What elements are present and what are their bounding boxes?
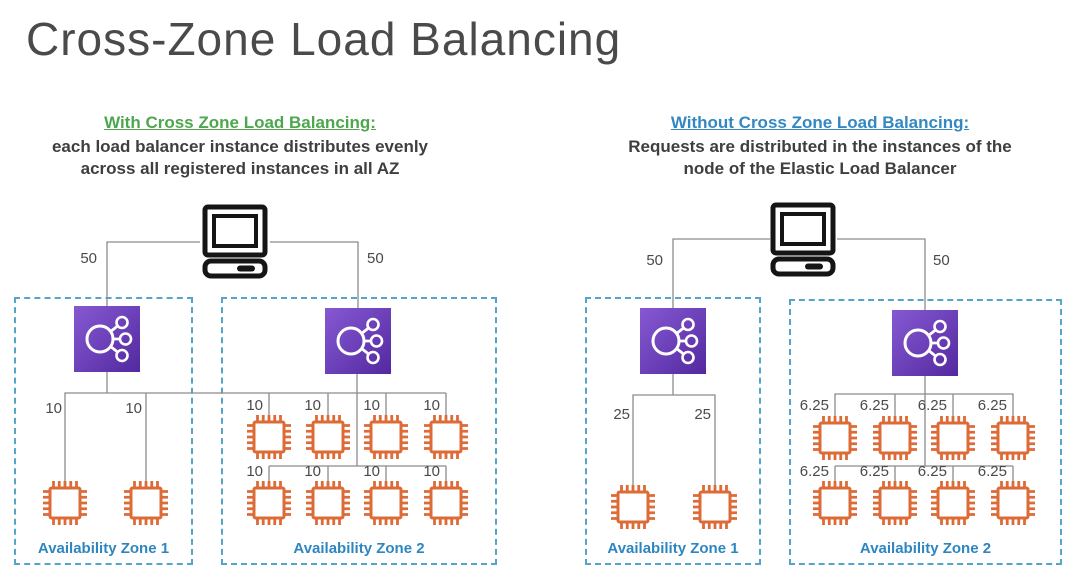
traffic-label: 50 xyxy=(933,252,950,269)
traffic-label: 50 xyxy=(646,252,663,269)
load-label: 6.25 xyxy=(917,397,947,414)
ec2-instance-icon xyxy=(243,411,295,463)
ec2-instance-icon xyxy=(39,477,91,529)
traffic-label: 50 xyxy=(367,250,384,267)
ec2-instance-icon xyxy=(302,411,354,463)
ec2-instance-icon xyxy=(689,481,741,533)
ec2-instance-icon xyxy=(987,477,1039,529)
load-label: 10 xyxy=(423,463,440,480)
without-cross-zone-heading: Without Cross Zone Load Balancing: xyxy=(670,113,970,132)
az-label: Availability Zone 1 xyxy=(607,540,739,557)
elastic-load-balancer-icon xyxy=(325,308,391,374)
load-label: 25 xyxy=(613,406,630,423)
load-label: 10 xyxy=(304,463,321,480)
load-label: 6.25 xyxy=(977,463,1007,480)
elastic-load-balancer-icon xyxy=(640,308,706,374)
az-label: Availability Zone 1 xyxy=(37,540,170,557)
load-label: 10 xyxy=(45,400,62,417)
ec2-instance-icon xyxy=(302,477,354,529)
load-label: 10 xyxy=(363,463,380,480)
load-label: 10 xyxy=(246,463,263,480)
load-label: 6.25 xyxy=(799,463,829,480)
without-description-line-2: node of the Elastic Load Balancer xyxy=(683,159,957,178)
ec2-instance-icon xyxy=(607,481,659,533)
ec2-instance-icon xyxy=(927,477,979,529)
ec2-instance-icon xyxy=(420,411,472,463)
load-label: 10 xyxy=(363,397,380,414)
elastic-load-balancer-icon xyxy=(892,310,958,376)
load-label: 6.25 xyxy=(917,463,947,480)
page-title: Cross-Zone Load Balancing xyxy=(26,13,622,65)
ec2-instance-icon xyxy=(987,412,1039,464)
with-description-line-2: across all registered instances in all A… xyxy=(80,159,400,178)
load-label: 10 xyxy=(246,397,263,414)
ec2-instance-icon xyxy=(869,412,921,464)
load-label: 10 xyxy=(423,397,440,414)
with-description-line-1: each load balancer instance distributes … xyxy=(51,137,429,156)
ec2-instance-icon xyxy=(360,411,412,463)
with-cross-zone-description: each load balancer instance distributes … xyxy=(10,136,470,180)
load-label: 6.25 xyxy=(799,397,829,414)
load-label: 6.25 xyxy=(859,397,889,414)
client-computer-icon xyxy=(763,202,843,278)
traffic-label: 50 xyxy=(80,250,97,267)
load-label: 6.25 xyxy=(859,463,889,480)
ec2-instance-icon xyxy=(243,477,295,529)
ec2-instance-icon xyxy=(927,412,979,464)
ec2-instance-icon xyxy=(360,477,412,529)
ec2-instance-icon xyxy=(869,477,921,529)
az-label: Availability Zone 2 xyxy=(859,540,992,557)
load-label: 10 xyxy=(304,397,321,414)
load-label: 25 xyxy=(694,406,711,423)
load-label: 10 xyxy=(125,400,142,417)
ec2-instance-icon xyxy=(420,477,472,529)
elastic-load-balancer-icon xyxy=(74,306,140,372)
without-cross-zone-description: Requests are distributed in the instance… xyxy=(590,136,1050,180)
ec2-instance-icon xyxy=(120,477,172,529)
load-label: 6.25 xyxy=(977,397,1007,414)
without-description-line-1: Requests are distributed in the instance… xyxy=(628,137,1012,156)
az-label: Availability Zone 2 xyxy=(293,540,425,557)
ec2-instance-icon xyxy=(809,477,861,529)
ec2-instance-icon xyxy=(809,412,861,464)
with-cross-zone-heading: With Cross Zone Load Balancing: xyxy=(104,113,376,132)
client-computer-icon xyxy=(195,204,275,280)
